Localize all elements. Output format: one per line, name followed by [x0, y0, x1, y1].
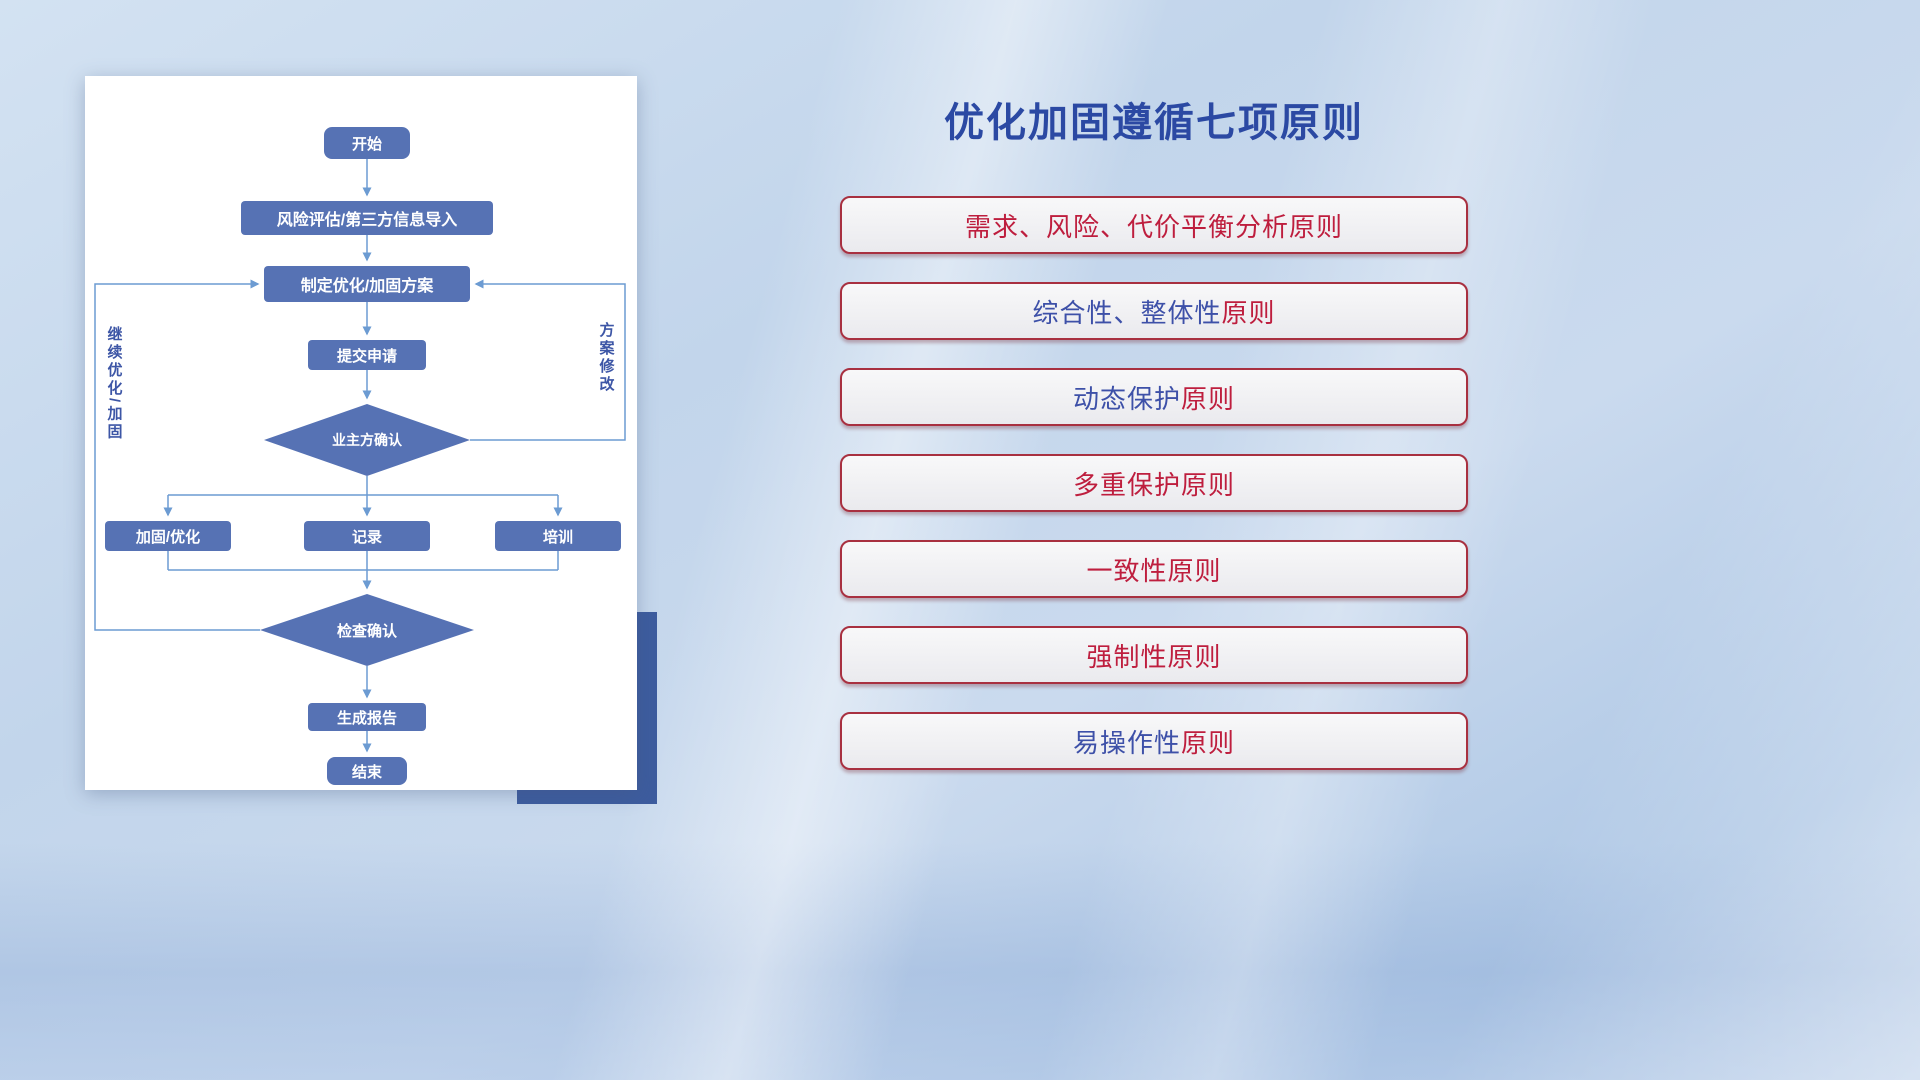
flow-node-make-plan: 制定优化/加固方案	[264, 266, 470, 302]
flow-node-harden-optimize: 加固/优化	[105, 521, 231, 551]
flow-node-check-confirm-label: 检查确认	[336, 622, 397, 640]
principle-text-suffix: 原则	[1181, 727, 1236, 758]
flow-node-training: 培训	[495, 521, 621, 551]
principle-text-main: 动态保护	[1072, 383, 1181, 414]
owner-confirm-diamond	[264, 404, 470, 476]
principle-text-main: 一致性	[1086, 555, 1168, 586]
principle-item-4: 多重保护原则	[840, 454, 1468, 512]
principle-item-2: 综合性、整体性原则	[840, 282, 1468, 340]
flow-node-owner-confirm-label: 业主方确认	[332, 432, 402, 448]
flow-node-start: 开始	[324, 127, 410, 159]
check-confirm-diamond	[260, 594, 474, 666]
connector-lines	[94, 159, 626, 753]
loop-label-continue-optimize: 继续优化/加固	[105, 326, 123, 442]
flow-node-submit: 提交申请	[308, 340, 426, 370]
principle-item-7: 易操作性原则	[840, 712, 1468, 770]
principle-text-suffix: 原则	[1167, 641, 1222, 672]
principle-text-suffix: 原则	[1289, 211, 1344, 242]
principle-text-main: 需求、风险、代价平衡分析	[964, 211, 1289, 242]
principle-text-suffix: 原则	[1181, 383, 1236, 414]
flow-connectors	[94, 159, 626, 753]
principle-text-main: 综合性、整体性	[1032, 297, 1222, 328]
principle-text-suffix: 原则	[1221, 297, 1276, 328]
principle-text-suffix: 原则	[1181, 469, 1236, 500]
flow-node-end: 结束	[327, 757, 407, 785]
principle-item-6: 强制性原则	[840, 626, 1468, 684]
flow-node-generate-report: 生成报告	[308, 703, 426, 731]
flow-node-record: 记录	[304, 521, 430, 551]
flowchart-card: 开始 风险评估/第三方信息导入 制定优化/加固方案 提交申请 业主方确认 加固/…	[85, 76, 637, 790]
flow-node-risk-import: 风险评估/第三方信息导入	[241, 201, 493, 235]
principle-text-suffix: 原则	[1167, 555, 1222, 586]
principle-item-1: 需求、风险、代价平衡分析原则	[840, 196, 1468, 254]
principle-text-main: 多重保护	[1072, 469, 1181, 500]
principle-item-3: 动态保护原则	[840, 368, 1468, 426]
principles-list: 需求、风险、代价平衡分析原则 综合性、整体性原则 动态保护原则 多重保护原则 一…	[840, 196, 1468, 770]
principle-text-main: 强制性	[1086, 641, 1168, 672]
loop-label-plan-revision: 方案修改	[597, 322, 615, 394]
page-title: 优化加固遵循七项原则	[944, 101, 1364, 145]
decision-diamonds	[260, 404, 474, 666]
principle-item-5: 一致性原则	[840, 540, 1468, 598]
principle-text-main: 易操作性	[1072, 727, 1181, 758]
